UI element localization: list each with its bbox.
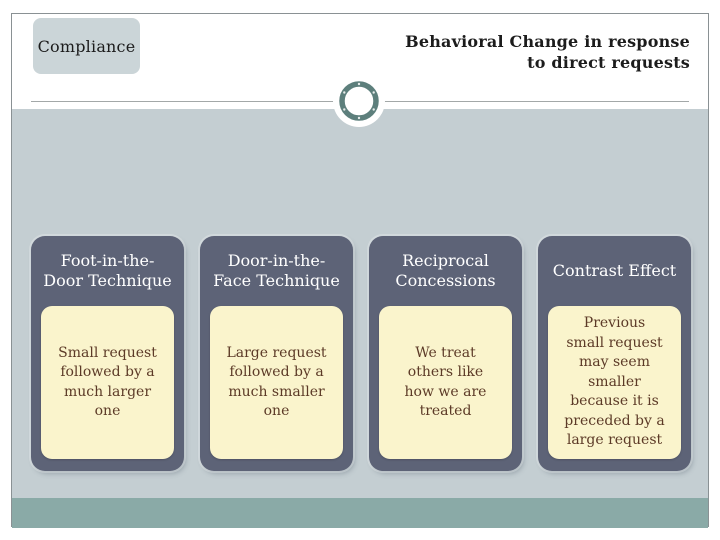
technique-cards-row: Foot-in-the- Door Technique Small reques… <box>31 236 691 471</box>
ring-ornament-icon <box>333 75 385 127</box>
card-foot-in-the-door: Foot-in-the- Door Technique Small reques… <box>31 236 184 471</box>
slide-title: Behavioral Change in response to direct … <box>405 32 690 72</box>
card-description: Small request followed by a much larger … <box>41 306 174 459</box>
content-area: Foot-in-the- Door Technique Small reques… <box>12 109 708 498</box>
card-door-in-the-face: Door-in-the- Face Technique Large reques… <box>200 236 353 471</box>
card-title: Foot-in-the- Door Technique <box>43 251 172 290</box>
card-description: Large request followed by a much smaller… <box>210 306 343 459</box>
card-title: Contrast Effect <box>552 261 677 280</box>
footer-band <box>12 498 708 528</box>
compliance-badge: Compliance <box>33 18 140 74</box>
card-title: Door-in-the- Face Technique <box>213 251 340 290</box>
card-reciprocal-concessions: Reciprocal Concessions We treat others l… <box>369 236 522 471</box>
card-description: We treat others like how we are treated <box>379 306 512 459</box>
slide-canvas: Compliance Behavioral Change in response… <box>11 13 709 528</box>
card-description: Previous small request may seem smaller … <box>548 306 681 459</box>
card-title: Reciprocal Concessions <box>395 251 496 290</box>
card-contrast-effect: Contrast Effect Previous small request m… <box>538 236 691 471</box>
